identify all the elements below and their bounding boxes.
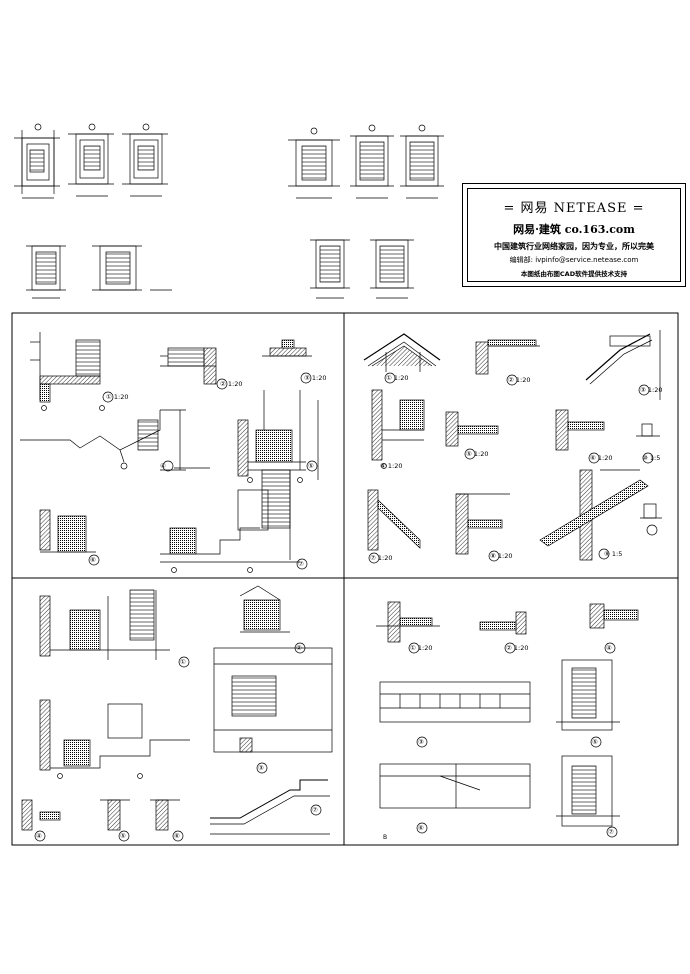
detail-tl-1 <box>30 332 114 411</box>
detail-scale-label: ⑥ <box>90 556 96 564</box>
detail-tl-7 <box>160 469 308 573</box>
stair-plan-2 <box>68 123 114 197</box>
detail-scale-label: ② 1:20 <box>508 376 531 384</box>
detail-tl-2 <box>160 347 228 390</box>
detail-br-4 <box>379 681 531 748</box>
detail-scale-label: ① <box>180 658 186 666</box>
detail-tr-10 <box>539 469 649 561</box>
detail-bl-2 <box>239 585 306 654</box>
detail-scale-label: ③ <box>418 738 424 746</box>
stair-plan-1 <box>14 123 60 199</box>
detail-br-6 <box>379 763 531 834</box>
page-mark: B <box>383 834 388 841</box>
stair-plans-top-left <box>14 123 172 299</box>
detail-bl-3 <box>213 647 333 774</box>
stair-plan-6 <box>288 127 340 199</box>
detail-tr-11 <box>640 503 662 536</box>
detail-scale-label: ① 1:20 <box>410 644 433 652</box>
detail-scale-label: ⑨ 1:5 <box>604 550 623 558</box>
title-block-title: = 网易 NETEASE = <box>503 201 645 216</box>
detail-tr-7 <box>636 423 660 464</box>
detail-bl-4 <box>39 699 190 779</box>
detail-scale-label: ⑤ 1:20 <box>466 450 489 458</box>
detail-br-7 <box>556 755 620 838</box>
detail-scale-label: ⑦ <box>608 828 614 836</box>
stair-plan-9 <box>310 239 350 299</box>
detail-tr-5 <box>445 411 499 460</box>
detail-bl-7 <box>150 799 184 842</box>
detail-tl-4 <box>20 409 210 472</box>
detail-tl-6 <box>39 509 100 566</box>
detail-scale-label: ② 1:20 <box>220 380 243 388</box>
detail-tr-8 <box>367 489 421 564</box>
detail-scale-label: ⑤ <box>308 462 314 470</box>
detail-tr-6 <box>555 409 605 464</box>
stair-plan-8 <box>400 124 444 199</box>
detail-scale-label: ⑦ <box>298 560 304 568</box>
detail-tr-4 <box>371 389 425 469</box>
detail-tr-2 <box>475 339 540 386</box>
detail-bl-5 <box>21 799 61 842</box>
detail-scale-label: ⑦ <box>312 806 318 814</box>
detail-scale-label: ④ <box>36 832 42 840</box>
detail-scale-label: ⑩ 1:5 <box>642 454 661 462</box>
detail-scale-label: ⑤ <box>120 832 126 840</box>
detail-scale-label: ⑥ <box>174 832 180 840</box>
detail-bl-6 <box>100 799 130 842</box>
title-block: = 网易 NETEASE = 网易·建筑 co.163.com 中国建筑行业网络… <box>462 183 686 287</box>
stair-plan-10 <box>370 239 414 299</box>
detail-br-2 <box>479 611 527 654</box>
detail-scale-label: ⑤ <box>592 738 598 746</box>
detail-scale-label: ⑥ <box>418 824 424 832</box>
detail-scale-label: ① 1:20 <box>386 374 409 382</box>
detail-bl-1 <box>39 589 190 668</box>
detail-scale-label: ① 1:20 <box>106 393 129 401</box>
detail-br-3 <box>589 603 639 654</box>
detail-bl-8 <box>210 779 330 835</box>
title-block-inner: = 网易 NETEASE = 网易·建筑 co.163.com 中国建筑行业网络… <box>467 188 681 282</box>
stair-plan-4 <box>26 245 66 299</box>
detail-scale-label: ③ <box>258 764 264 772</box>
detail-scale-label: ⑥ 1:20 <box>590 454 613 462</box>
detail-tl-5 <box>237 390 319 483</box>
title-block-subtitle: 网易·建筑 co.163.com <box>513 223 635 236</box>
panel-top-right <box>363 330 662 564</box>
stair-plan-3 <box>122 123 168 197</box>
title-block-slogan: 中国建筑行业网络家园，因为专业，所以完美 <box>494 242 654 251</box>
detail-tr-1 <box>363 333 441 384</box>
detail-scale-label: ③ 1:20 <box>304 374 327 382</box>
panel-bottom-right <box>376 601 639 838</box>
detail-scale-label: ④ 1:20 <box>380 462 403 470</box>
detail-scale-label: ⑦ 1:20 <box>370 554 393 562</box>
detail-scale-label: ② <box>296 644 302 652</box>
detail-br-1 <box>376 601 440 654</box>
detail-scale-label: ③ 1:20 <box>640 386 663 394</box>
stair-plan-7 <box>350 124 394 199</box>
detail-scale-label: ④ <box>606 644 612 652</box>
detail-scale-label: ⑧ 1:20 <box>490 552 513 560</box>
detail-tr-9 <box>455 493 510 562</box>
panel-top-left <box>20 332 319 573</box>
panel-bottom-left <box>21 585 333 842</box>
main-frame <box>11 312 679 846</box>
stair-plans-top-right <box>288 124 444 299</box>
detail-br-5 <box>556 659 620 748</box>
detail-scale-label: ④ <box>160 462 166 470</box>
detail-scale-label: ② 1:20 <box>506 644 529 652</box>
detail-tr-3 <box>585 330 661 400</box>
stair-plan-5 <box>92 245 172 291</box>
detail-tl-3 <box>262 339 312 384</box>
title-block-support: 本图纸由布图CAD软件提供技术支持 <box>520 270 628 278</box>
title-block-editor: 编辑部: ivpinfo@service.netease.com <box>509 256 639 264</box>
